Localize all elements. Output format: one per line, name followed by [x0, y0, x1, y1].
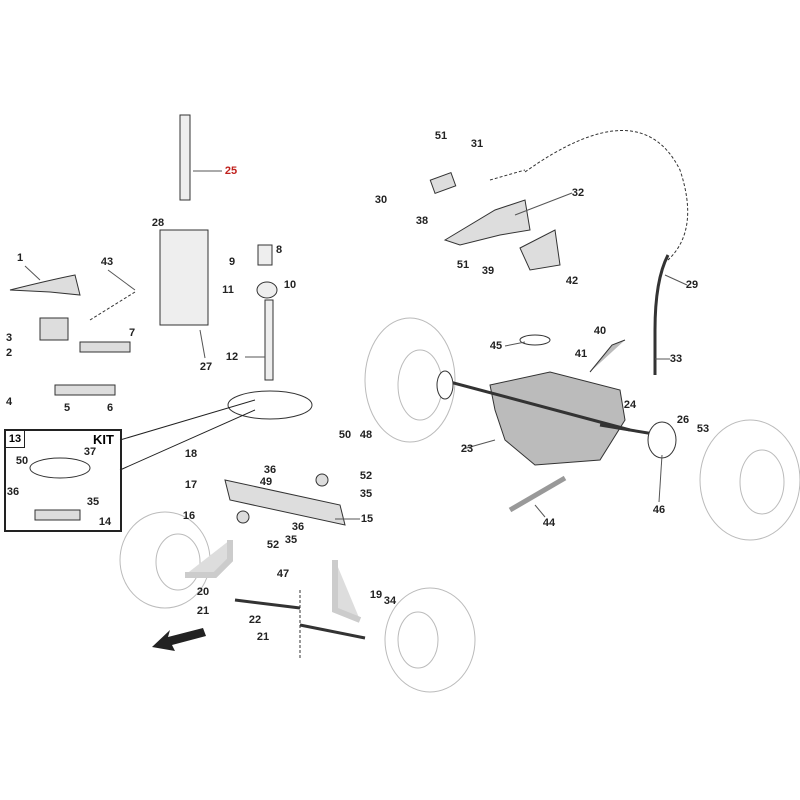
part-label[interactable]: 40: [593, 325, 607, 337]
part-label[interactable]: 14: [98, 516, 112, 528]
part-label[interactable]: 20: [196, 586, 210, 598]
part-label[interactable]: 26: [676, 414, 690, 426]
part-label[interactable]: 21: [196, 605, 210, 617]
part-label[interactable]: 51: [456, 259, 470, 271]
transaxle: [436, 334, 677, 513]
kit-box: 13 KIT: [4, 429, 122, 532]
part-label[interactable]: 32: [571, 187, 585, 199]
part-label[interactable]: 1: [16, 252, 24, 264]
part-label[interactable]: 27: [199, 361, 213, 373]
part-label[interactable]: 52: [266, 539, 280, 551]
part-label[interactable]: 50: [338, 429, 352, 441]
part-label[interactable]: 53: [696, 423, 710, 435]
wheel-rear-right: [699, 419, 800, 541]
part-label[interactable]: 49: [259, 476, 273, 488]
part-label[interactable]: 34: [383, 595, 397, 607]
part-label[interactable]: 35: [359, 488, 373, 500]
kit-number[interactable]: 13: [6, 431, 25, 448]
part-label[interactable]: 45: [489, 340, 503, 352]
part-label[interactable]: 51: [434, 130, 448, 142]
part-label[interactable]: 7: [128, 327, 136, 339]
part-label[interactable]: 12: [225, 351, 239, 363]
part-label[interactable]: 44: [542, 517, 556, 529]
part-label[interactable]: 42: [565, 275, 579, 287]
cable: [524, 130, 689, 261]
part-label[interactable]: 9: [228, 256, 236, 268]
part-label[interactable]: 16: [182, 510, 196, 522]
kit-plate: [29, 457, 91, 521]
part-label[interactable]: 2: [5, 347, 13, 359]
part-label[interactable]: 25: [224, 165, 238, 177]
part-label[interactable]: 36: [291, 521, 305, 533]
part-label[interactable]: 35: [284, 534, 298, 546]
part-label[interactable]: 35: [86, 496, 100, 508]
pedal-assembly: [9, 274, 136, 396]
part-label[interactable]: 23: [460, 443, 474, 455]
part-label[interactable]: 47: [276, 568, 290, 580]
part-label[interactable]: 18: [184, 448, 198, 460]
part-label[interactable]: 4: [5, 396, 13, 408]
part-label[interactable]: 46: [652, 504, 666, 516]
part-label[interactable]: 50: [15, 455, 29, 467]
steering-plate: [185, 473, 366, 660]
part-label[interactable]: 48: [359, 429, 373, 441]
kit-label: KIT: [93, 432, 114, 447]
part-label[interactable]: 31: [470, 138, 484, 150]
part-label[interactable]: 36: [6, 486, 20, 498]
part-label[interactable]: 8: [275, 244, 283, 256]
part-label[interactable]: 11: [222, 284, 234, 296]
part-label[interactable]: 3: [5, 332, 13, 344]
part-label[interactable]: 41: [574, 348, 588, 360]
part-label[interactable]: 10: [283, 279, 297, 291]
part-label[interactable]: 30: [374, 194, 388, 206]
part-label[interactable]: 38: [415, 215, 429, 227]
part-label[interactable]: 33: [669, 353, 683, 365]
part-label[interactable]: 37: [83, 446, 97, 458]
part-label[interactable]: 29: [685, 279, 699, 291]
part-label[interactable]: 28: [151, 217, 165, 229]
part-label[interactable]: 19: [369, 589, 383, 601]
part-label[interactable]: 15: [360, 513, 374, 525]
part-label[interactable]: 52: [359, 470, 373, 482]
hand-lever-assembly: [429, 169, 561, 271]
part-label[interactable]: 21: [256, 631, 270, 643]
part-label[interactable]: 6: [106, 402, 114, 414]
steering-shaft: [159, 114, 313, 420]
part-label[interactable]: 36: [263, 464, 277, 476]
part-label[interactable]: 22: [248, 614, 262, 626]
part-label[interactable]: 39: [481, 265, 495, 277]
wheel-front-right: [384, 587, 476, 693]
arrow-forward-icon: [152, 628, 206, 651]
part-label[interactable]: 17: [184, 479, 198, 491]
part-label[interactable]: 24: [623, 399, 637, 411]
part-label[interactable]: 5: [63, 402, 71, 414]
part-label[interactable]: 43: [100, 256, 114, 268]
